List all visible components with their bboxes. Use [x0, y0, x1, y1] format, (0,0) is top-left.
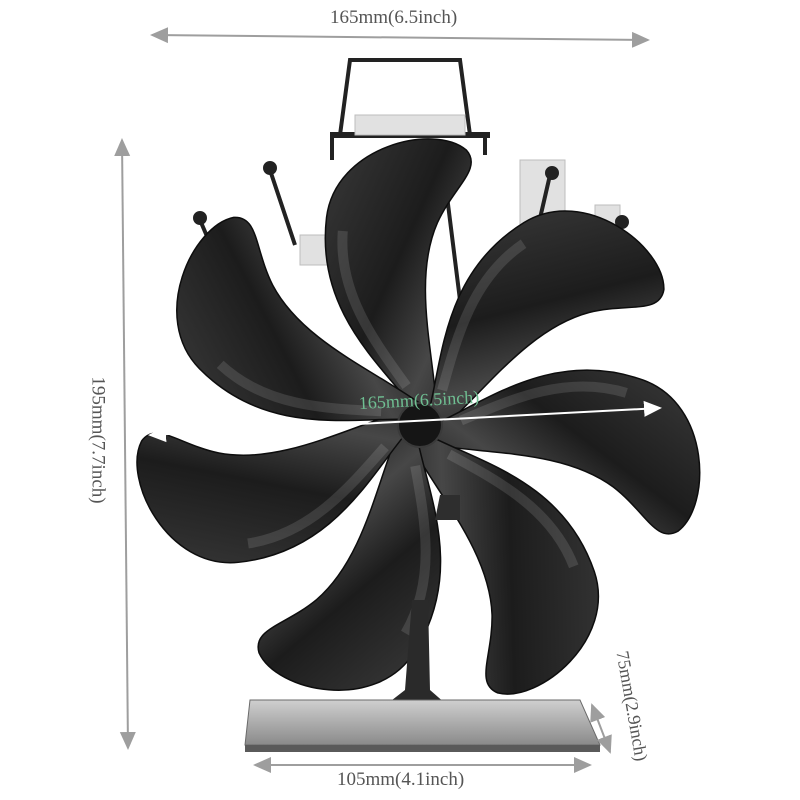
height-label: 195mm(7.7inch) [87, 376, 109, 504]
blade-highlight [247, 443, 389, 549]
fan-base-plate [244, 699, 601, 746]
base-width-label: 105mm(4.1inch) [337, 769, 465, 790]
base-depth-dimension-line [590, 703, 612, 754]
top-width-label: 165mm(6.5inch) [330, 7, 458, 28]
blade-highlight [437, 239, 527, 392]
blade-highlight [446, 449, 579, 569]
height-dimension-line [114, 138, 136, 750]
top-width-dimension-line [150, 27, 650, 48]
fan-blade [324, 138, 472, 416]
fan-blade [257, 427, 442, 691]
fan-blades [136, 138, 701, 695]
fan-blade [426, 210, 665, 433]
blade-diameter-dimension-line [148, 400, 662, 443]
blade-highlight [337, 230, 411, 389]
fan-stand [244, 495, 601, 752]
fan-blade [136, 410, 412, 564]
dimension-lines [114, 27, 662, 773]
